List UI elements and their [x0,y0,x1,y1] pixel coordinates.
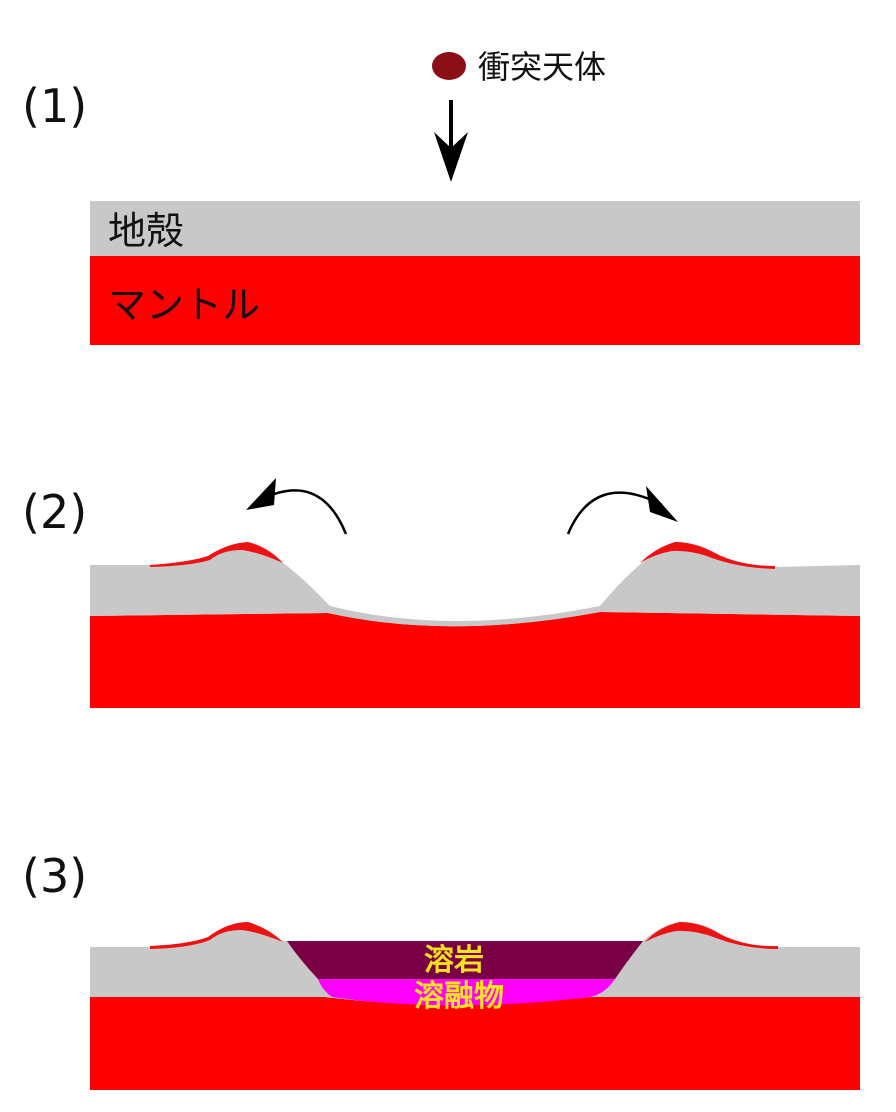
crust-label: 地殻 [108,209,184,253]
step-1-panel: (1) 衝突天体 地殻 マントル [22,48,860,345]
mantle-label: マントル [108,283,260,327]
step-2-label: (2) [22,485,87,539]
ejecta-left [150,922,283,949]
ejection-arrow-right [566,491,663,535]
mantle-layer [90,612,860,708]
step-2-panel: (2) [22,478,860,708]
impactor-icon [432,52,466,80]
mantle-layer [90,997,860,1090]
melt-label: 溶融物 [414,979,504,1014]
lava-layer [287,941,643,979]
impact-arrow [434,100,468,182]
step-3-panel: (3) 溶岩 溶融物 [22,849,860,1090]
step-1-label: (1) [22,79,87,133]
melt-layer [318,979,615,1006]
crust-layer [90,201,860,256]
ejecta-right [645,922,778,949]
ejection-arrow-left-head [246,478,276,510]
ejection-arrow-right-head [646,486,678,522]
step-3-label: (3) [22,849,87,903]
ejecta-right [640,542,775,569]
impactor-label: 衝突天体 [478,48,606,86]
ejecta-left [150,542,283,567]
crust-layer [90,545,860,627]
impact-arrow-head [434,132,468,182]
lava-label: 溶岩 [424,943,484,978]
mantle-layer [90,256,860,345]
impactor: 衝突天体 [432,48,606,86]
